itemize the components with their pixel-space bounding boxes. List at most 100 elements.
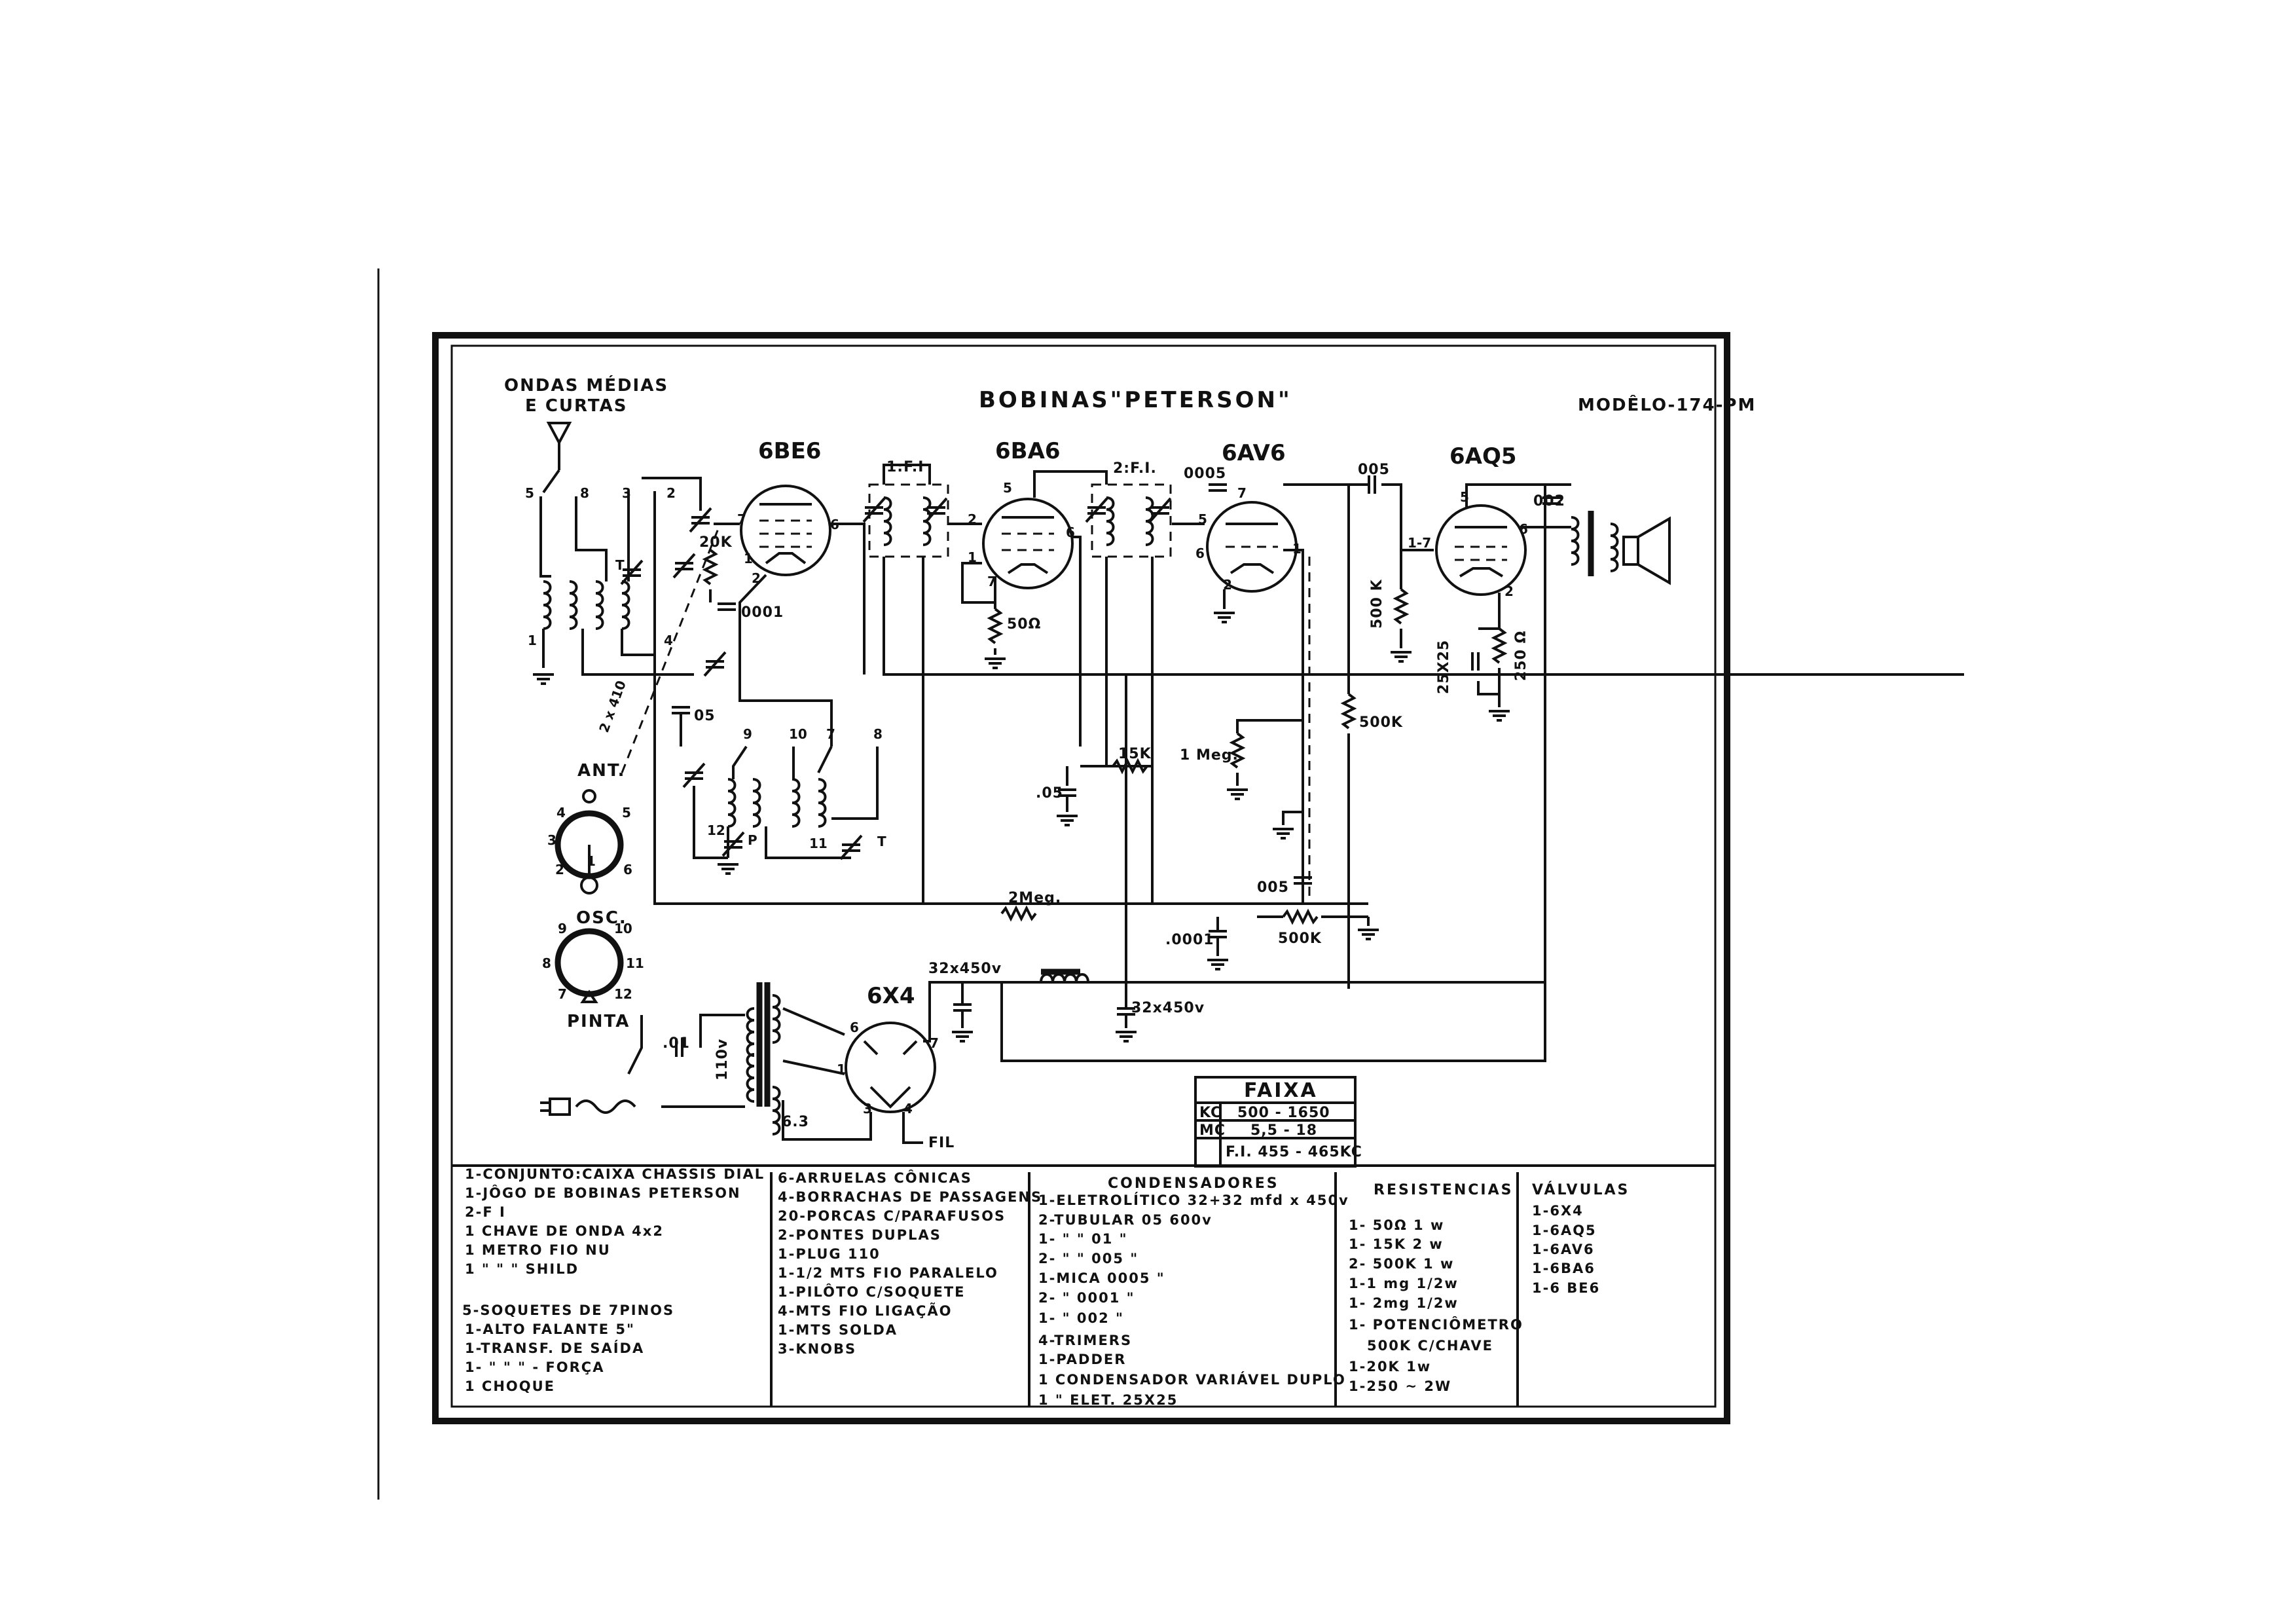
parts1-row: 1-TRANSF. DE SAÍDA: [465, 1340, 644, 1356]
pin-10: 10: [789, 726, 807, 742]
oscillator-coils: [682, 745, 879, 875]
antenna-coils: T: [532, 477, 712, 685]
valv-row: 1-6BA6: [1532, 1261, 1595, 1276]
r2meg-label: 2Meg.: [1008, 890, 1061, 906]
parts1-row: 1-ALTO FALANTE 5": [465, 1321, 635, 1337]
ant-pin-4: 4: [556, 805, 566, 821]
pin-9: 9: [743, 726, 752, 742]
pin-4: 4: [664, 633, 673, 648]
trimmer-t2-label: T: [877, 834, 886, 849]
c0005-label: 0005: [1184, 466, 1226, 482]
parts2-row: 1-1/2 MTS FIO PARALELO: [778, 1265, 998, 1281]
valv-row: 1-6AV6: [1532, 1242, 1595, 1257]
tube-6av6: [1206, 501, 1298, 593]
c01-label: .01: [663, 1035, 690, 1052]
condensadores-header: CONDENSADORES: [1108, 1175, 1279, 1192]
gang-cap-label: 2 x 410: [596, 678, 629, 735]
res-row: 1- 50Ω 1 w: [1349, 1217, 1444, 1233]
outer-frame: [432, 332, 1730, 1424]
ant-pin-6: 6: [623, 862, 632, 877]
tube-6be6-label: 6BE6: [758, 438, 821, 464]
res-row: 1-1 mg 1/2w: [1349, 1276, 1459, 1291]
osc-pin-11: 11: [626, 955, 644, 971]
osc-socket: [555, 928, 624, 1003]
parts1-row: 1 " " " SHILD: [465, 1261, 579, 1277]
faixa-title: FAIXA: [1244, 1079, 1318, 1102]
r250-label: 250 Ω: [1513, 631, 1529, 681]
6aq5-pin-6: 6: [1519, 521, 1528, 537]
faixa-kc-value: 500 - 1650: [1237, 1105, 1330, 1121]
6x4-pin-4: 4: [903, 1101, 913, 1116]
power-transformer: [661, 982, 781, 1135]
band-label-2: E CURTAS: [525, 396, 627, 416]
res-row: 1- 2mg 1/2w: [1349, 1295, 1459, 1311]
cond-row: 1-ELETROLÍTICO 32+32 mfd x 450v: [1038, 1192, 1349, 1208]
6ba6-pin-5: 5: [1003, 480, 1012, 496]
valvulas-header: VÁLVULAS: [1532, 1181, 1630, 1198]
parts1-row: 2-F I: [465, 1204, 506, 1220]
valv-row: 1-6AQ5: [1532, 1223, 1597, 1238]
osc-pin-12: 12: [614, 986, 632, 1002]
if1-label: 1:F.I: [886, 459, 924, 475]
ant-pin-2: 2: [555, 862, 564, 877]
res-row: 1- 15K 2 w: [1349, 1236, 1444, 1252]
6x4-pin-1: 1: [837, 1061, 846, 1077]
parts2-row: 1-PILÔTO C/SOQUETE: [778, 1283, 965, 1300]
res-row: 500K C/CHAVE: [1367, 1338, 1493, 1354]
resistencias-header: RESISTENCIAS: [1374, 1182, 1514, 1198]
ant-pin-5: 5: [622, 805, 631, 821]
r1meg-label: 1 Meg.: [1180, 747, 1239, 764]
6ba6-pin-1: 1: [968, 549, 977, 565]
fil-label: FIL: [928, 1135, 955, 1151]
pin-2: 2: [666, 485, 676, 501]
cond-row: 1-PADDER: [1038, 1352, 1126, 1367]
tube-6x4-label: 6X4: [867, 983, 915, 1009]
if2-label: 2:F.I.: [1113, 460, 1157, 477]
6av6-pin-2: 2: [1223, 577, 1232, 593]
choke-symbol: [1040, 969, 1089, 983]
res-row: 1- POTENCIÔMETRO: [1349, 1316, 1523, 1333]
tube-6aq5: [1435, 504, 1527, 596]
6av6-pin-7: 7: [1237, 485, 1247, 501]
faixa-kc-label: KC: [1199, 1105, 1222, 1121]
parts1-row: 1- " " " - FORÇA: [465, 1359, 604, 1375]
valvulas-list: VÁLVULAS 1-6X4 1-6AQ5 1-6AV6 1-6BA6 1-6 …: [1532, 1181, 1630, 1296]
pin-11: 11: [809, 836, 828, 851]
parts2-row: 20-PORCAS C/PARAFUSOS: [778, 1208, 1006, 1224]
cond-row: 4-TRIMERS: [1038, 1333, 1132, 1348]
power-plug: [540, 1015, 643, 1116]
pinta-label: PINTA: [567, 1012, 630, 1031]
parts2-row: 2-PONTES DUPLAS: [778, 1227, 941, 1243]
trimmer-t-label: T: [615, 557, 625, 573]
ant-pin-1: 1: [587, 853, 596, 869]
parts2-row: 4-BORRACHAS DE PASSAGENS: [778, 1189, 1042, 1205]
speaker-symbol: [1622, 516, 1671, 585]
r500k-vert-label: 500 K: [1369, 579, 1385, 629]
c005a-label: 005: [1358, 462, 1390, 478]
res-row: 2- 500K 1 w: [1349, 1256, 1454, 1272]
osc-pin-8: 8: [542, 955, 551, 971]
pot500k-label: 500K: [1278, 931, 1322, 947]
parts1-row: 1 METRO FIO NU: [465, 1242, 611, 1258]
pin-12: 12: [707, 822, 725, 838]
condensadores-list: CONDENSADORES 1-ELETROLÍTICO 32+32 mfd x…: [1038, 1175, 1349, 1408]
v63-label: 6.3: [782, 1114, 809, 1130]
parts2-row: 3-KNOBS: [778, 1341, 856, 1357]
c25x25-label: 25X25: [1436, 640, 1452, 694]
if1-transformer: [862, 464, 1964, 904]
cond-row: 2- " " 005 ": [1038, 1251, 1139, 1266]
r50-label: 50Ω: [1007, 616, 1041, 633]
if2-transformer: [1033, 470, 1172, 904]
c0001-label: 0001: [741, 604, 784, 621]
6av6-pin-6: 6: [1195, 545, 1205, 561]
cond-row: 1- " 002 ": [1038, 1310, 1124, 1326]
tube-6aq5-label: 6AQ5: [1449, 443, 1517, 470]
tube-6be6: [740, 485, 831, 576]
tube-6ba6: [982, 498, 1074, 589]
cond-row: 1-MICA 0005 ": [1038, 1270, 1165, 1286]
ant-socket: [555, 789, 624, 895]
c32x450a-label: 32x450v: [928, 961, 1002, 977]
resistencias-list: RESISTENCIAS 1- 50Ω 1 w 1- 15K 2 w 2- 50…: [1349, 1182, 1523, 1394]
